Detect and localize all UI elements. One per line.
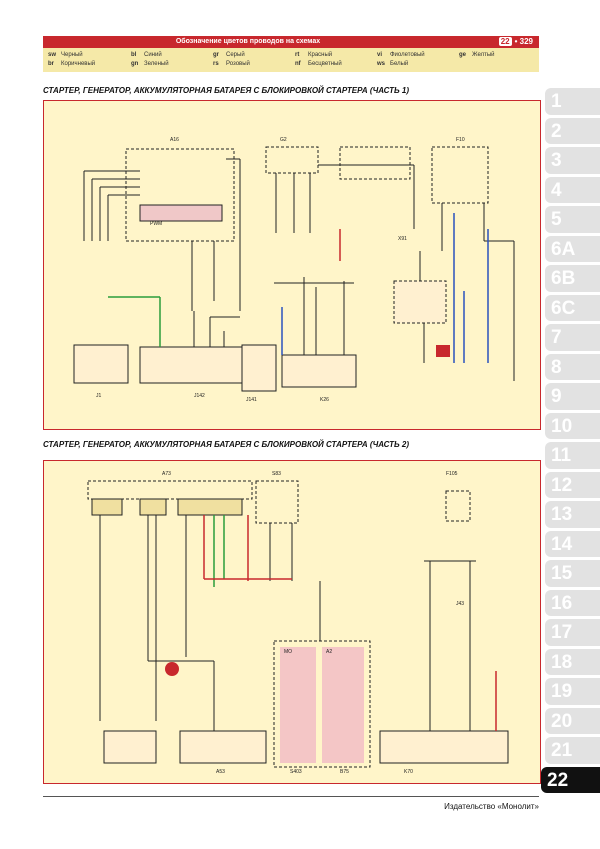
- tab-11[interactable]: 11: [545, 442, 600, 469]
- label-a73: A73: [162, 471, 171, 477]
- label-mo: MO: [284, 649, 292, 655]
- label-j43: J43: [456, 601, 464, 607]
- label-pwm: PWM: [150, 221, 162, 227]
- label-b75: B75: [340, 769, 349, 775]
- chapter-tabs: 1 2 3 4 5 6A 6B 6C 7 8 9 10 11 12 13 14 …: [541, 88, 600, 796]
- label-a53: J142: [194, 393, 205, 399]
- section-title-part1: СТАРТЕР, ГЕНЕРАТОР, АККУМУЛЯТОРНАЯ БАТАР…: [43, 86, 409, 95]
- legend-title: Обозначение цветов проводов на схемах: [175, 38, 321, 45]
- publisher: Издательство «Монолит»: [444, 802, 539, 811]
- wiring-diagram-part1: A16 G2 F10 X91 J1 J142 J141 K26 PWM: [43, 100, 541, 430]
- tab-7[interactable]: 7: [545, 324, 600, 351]
- tab-6c[interactable]: 6C: [545, 294, 600, 321]
- label-k70: K70: [404, 769, 413, 775]
- label-s83: S83: [272, 471, 281, 477]
- tab-17[interactable]: 17: [545, 619, 600, 646]
- tab-12[interactable]: 12: [545, 471, 600, 498]
- tab-8[interactable]: 8: [545, 353, 600, 380]
- tab-14[interactable]: 14: [545, 530, 600, 557]
- section-title-part2: СТАРТЕР, ГЕНЕРАТОР, АККУМУЛЯТОРНАЯ БАТАР…: [43, 440, 409, 449]
- tab-21[interactable]: 21: [545, 737, 600, 764]
- tab-10[interactable]: 10: [545, 412, 600, 439]
- tab-6a[interactable]: 6A: [545, 235, 600, 262]
- tab-20[interactable]: 20: [545, 707, 600, 734]
- label-a53-2: A53: [216, 769, 225, 775]
- page-number: 22• 329: [498, 37, 533, 46]
- label-p15: J1: [96, 393, 102, 399]
- tab-13[interactable]: 13: [545, 501, 600, 528]
- label-x91: X91: [398, 236, 407, 242]
- tab-1[interactable]: 1: [545, 88, 600, 115]
- tab-4[interactable]: 4: [545, 176, 600, 203]
- tab-16[interactable]: 16: [545, 589, 600, 616]
- label-f10: F10: [456, 137, 465, 143]
- tab-5[interactable]: 5: [545, 206, 600, 233]
- label-b60: J141: [246, 397, 257, 403]
- footer-divider: [43, 796, 539, 797]
- tab-19[interactable]: 19: [545, 678, 600, 705]
- tab-9[interactable]: 9: [545, 383, 600, 410]
- tab-2[interactable]: 2: [545, 117, 600, 144]
- tab-15[interactable]: 15: [545, 560, 600, 587]
- wiring-diagram-part2: A73 S83 F105 J43 A53 S403 B75 K70 MO A2: [43, 460, 541, 784]
- tab-22[interactable]: 22: [541, 766, 600, 793]
- label-k26: K26: [320, 397, 329, 403]
- tab-18[interactable]: 18: [545, 648, 600, 675]
- tab-6b[interactable]: 6B: [545, 265, 600, 292]
- label-a16: A16: [170, 137, 179, 143]
- color-legend-header: Обозначение цветов проводов на схемах 22…: [43, 36, 539, 48]
- label-s403: S403: [290, 769, 302, 775]
- label-g2: G2: [280, 137, 287, 143]
- tab-3[interactable]: 3: [545, 147, 600, 174]
- label-a2: A2: [326, 649, 332, 655]
- label-f105: F105: [446, 471, 458, 477]
